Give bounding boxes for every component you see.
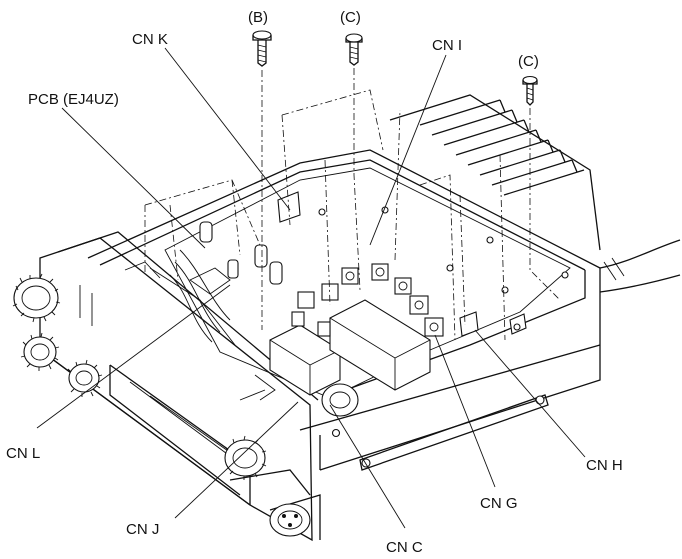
label-cn-i: CN I (432, 37, 462, 54)
label-pcb: PCB (EJ4UZ) (28, 91, 119, 108)
leader-cn-g (434, 334, 496, 488)
label-cn-j: CN J (126, 521, 159, 538)
leader-lines (36, 47, 586, 529)
leader-cn-c (329, 404, 406, 529)
alignment-lines (144, 68, 561, 341)
leader-cn-h (474, 329, 586, 458)
leader-cn-k (164, 47, 291, 211)
label-cn-h: CN H (586, 457, 623, 474)
knob-lower-right (224, 435, 267, 480)
screw-c2-icon (522, 75, 538, 106)
label-screw-b: (B) (248, 9, 268, 26)
label-cn-c: CN C (386, 539, 423, 556)
components (124, 191, 569, 417)
leader-cn-i (369, 54, 447, 246)
leader-pcb (61, 107, 206, 249)
knob-small (67, 359, 103, 397)
heatsink (389, 94, 601, 251)
knob-medium (20, 332, 60, 371)
label-cn-g: CN G (480, 495, 518, 512)
screw-c1-icon (345, 33, 363, 66)
leader-cn-l (36, 284, 231, 429)
label-screw-c1: (C) (340, 9, 361, 26)
connector-socket (269, 503, 311, 537)
leader-cn-j (174, 401, 299, 519)
label-cn-k: CN K (132, 31, 168, 48)
knob-large (12, 273, 61, 323)
chassis (87, 149, 681, 471)
screw-b-icon (252, 30, 272, 67)
label-cn-l: CN L (6, 445, 40, 462)
label-screw-c2: (C) (518, 53, 539, 70)
